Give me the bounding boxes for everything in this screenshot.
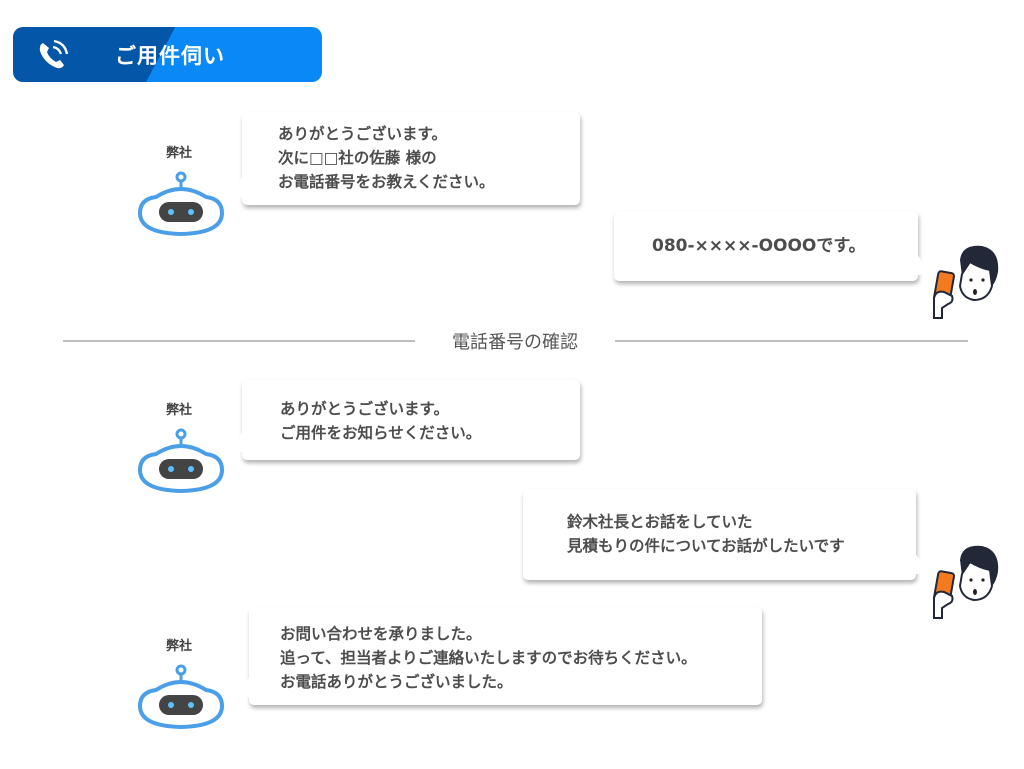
robot-avatar-icon — [136, 664, 226, 730]
message-text: 080-××××-OOOOです。 — [652, 236, 866, 256]
bot-message-bubble: お問い合わせを承りました。 追って、担当者よりご連絡いたしますのでお待ちください… — [235, 607, 762, 705]
message-text: 鈴木社長とお話をしていた 見積もりの件についてお話がしたいです — [567, 513, 845, 555]
phone-ringing-icon — [39, 39, 69, 69]
bot-message-bubble: ありがとうございます。 次に□□社の佐藤 様の お電話番号をお教えください。 — [228, 112, 580, 205]
divider-line — [63, 340, 415, 342]
robot-avatar-icon — [136, 171, 226, 237]
divider-line — [615, 340, 968, 342]
header-banner: ご用件伺い — [13, 27, 322, 82]
sender-label: 弊社 — [166, 146, 193, 161]
header-title: ご用件伺い — [115, 44, 225, 68]
sender-label: 弊社 — [166, 639, 193, 654]
robot-avatar-icon — [136, 428, 226, 494]
caller-avatar-icon — [930, 542, 1002, 620]
message-text: ありがとうございます。 ご用件をお知らせください。 — [280, 400, 482, 442]
caller-avatar-icon — [930, 242, 1002, 320]
bot-message-bubble: ありがとうございます。 ご用件をお知らせください。 — [228, 380, 580, 460]
message-text: お問い合わせを承りました。 追って、担当者よりご連絡いたしますのでお待ちください… — [280, 625, 697, 691]
user-message-bubble: 鈴木社長とお話をしていた 見積もりの件についてお話がしたいです — [523, 489, 930, 580]
message-text: ありがとうございます。 次に□□社の佐藤 様の お電話番号をお教えください。 — [278, 125, 495, 191]
section-divider-label: 電話番号の確認 — [452, 332, 578, 353]
user-message-bubble: 080-××××-OOOOです。 — [614, 211, 932, 281]
sender-label: 弊社 — [166, 403, 193, 418]
